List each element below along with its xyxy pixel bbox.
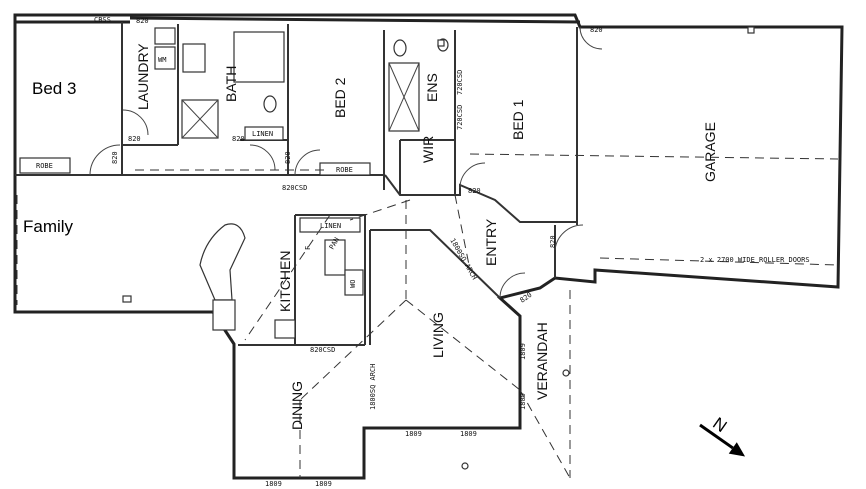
linen-bath: [244, 126, 284, 141]
wall-oven: [344, 269, 364, 296]
svg-text:820: 820: [549, 235, 557, 248]
label-cbs: CBSS: [94, 16, 111, 24]
svg-text:820: 820: [111, 151, 119, 164]
room-label-bed3: Bed 3: [32, 79, 76, 98]
toilet-icon: [263, 95, 277, 113]
svg-text:820CSD: 820CSD: [310, 346, 335, 354]
room-label-family: Family: [23, 217, 74, 236]
room-label-garage: GARAGE: [702, 122, 718, 182]
label-robe-bed3: ROBE: [36, 162, 53, 170]
tap-icon: [461, 462, 469, 470]
svg-text:1809: 1809: [519, 343, 527, 360]
label-linen-top: LINEN: [320, 222, 341, 230]
north-arrow-icon: N: [699, 414, 746, 457]
room-label-bed1: BED 1: [510, 99, 526, 140]
room-label-wir: WIR: [420, 136, 436, 163]
label-wm: WM: [158, 56, 166, 64]
svg-text:820: 820: [284, 151, 292, 164]
svg-text:720CSD: 720CSD: [456, 70, 464, 95]
room-label-ens: ENS: [424, 73, 440, 102]
room-label-entry: ENTRY: [483, 218, 499, 266]
room-label-kitchen: KITCHEN: [277, 251, 293, 312]
cooktop-icon: [274, 319, 296, 339]
svg-text:820: 820: [128, 135, 141, 143]
svg-text:1809: 1809: [315, 480, 332, 488]
washer-icon: [154, 27, 176, 45]
svg-text:1800SQ ARCH: 1800SQ ARCH: [448, 237, 478, 281]
pantry: [324, 239, 346, 276]
room-label-verandah: VERANDAH: [534, 322, 550, 400]
downpipe-icon: [747, 26, 755, 34]
sink-icon: [212, 299, 236, 331]
bathtub-icon: [233, 31, 285, 83]
kitchen-bench: [199, 223, 246, 301]
svg-text:820: 820: [232, 135, 245, 143]
outer-walls: [13, 13, 844, 480]
svg-text:1809: 1809: [265, 480, 282, 488]
svg-text:1809: 1809: [519, 393, 527, 410]
robe-bed2: [319, 162, 371, 176]
svg-text:820: 820: [136, 17, 149, 25]
tap-icon: [562, 369, 570, 377]
room-label-dining: DINING: [289, 381, 305, 430]
svg-text:820: 820: [468, 187, 481, 195]
room-label-bed2: BED 2: [332, 77, 348, 118]
svg-text:820CSD: 820CSD: [282, 184, 307, 192]
vanity-icon: [182, 43, 206, 73]
svg-text:720CSD: 720CSD: [456, 105, 464, 130]
door-swings: [89, 26, 603, 299]
label-wo: WO: [349, 280, 357, 288]
downpipe-icon: [122, 295, 132, 303]
laundry-tub-icon: [154, 46, 176, 70]
ensuite-toilet-icon: [393, 39, 407, 57]
svg-text:820: 820: [590, 26, 603, 34]
svg-text:1809: 1809: [405, 430, 422, 438]
label-robe-bed2: ROBE: [336, 166, 353, 174]
room-label-bath: BATH: [223, 66, 239, 102]
robe-bed3: [19, 157, 71, 174]
svg-text:1800SQ ARCH: 1800SQ ARCH: [369, 364, 377, 410]
svg-text:1809: 1809: [460, 430, 477, 438]
downpipe-icon: [437, 39, 445, 47]
dashed-lines: [16, 153, 839, 479]
linen-kitchen: [299, 217, 361, 233]
label-linen-bath: LINEN: [252, 130, 273, 138]
room-label-living: LIVING: [430, 312, 446, 358]
room-label-laundry: LAUNDRY: [135, 43, 151, 110]
label-f: F: [304, 246, 312, 250]
svg-text:2 x 2700 WIDE ROLLER DOORS: 2 x 2700 WIDE ROLLER DOORS: [700, 256, 810, 264]
